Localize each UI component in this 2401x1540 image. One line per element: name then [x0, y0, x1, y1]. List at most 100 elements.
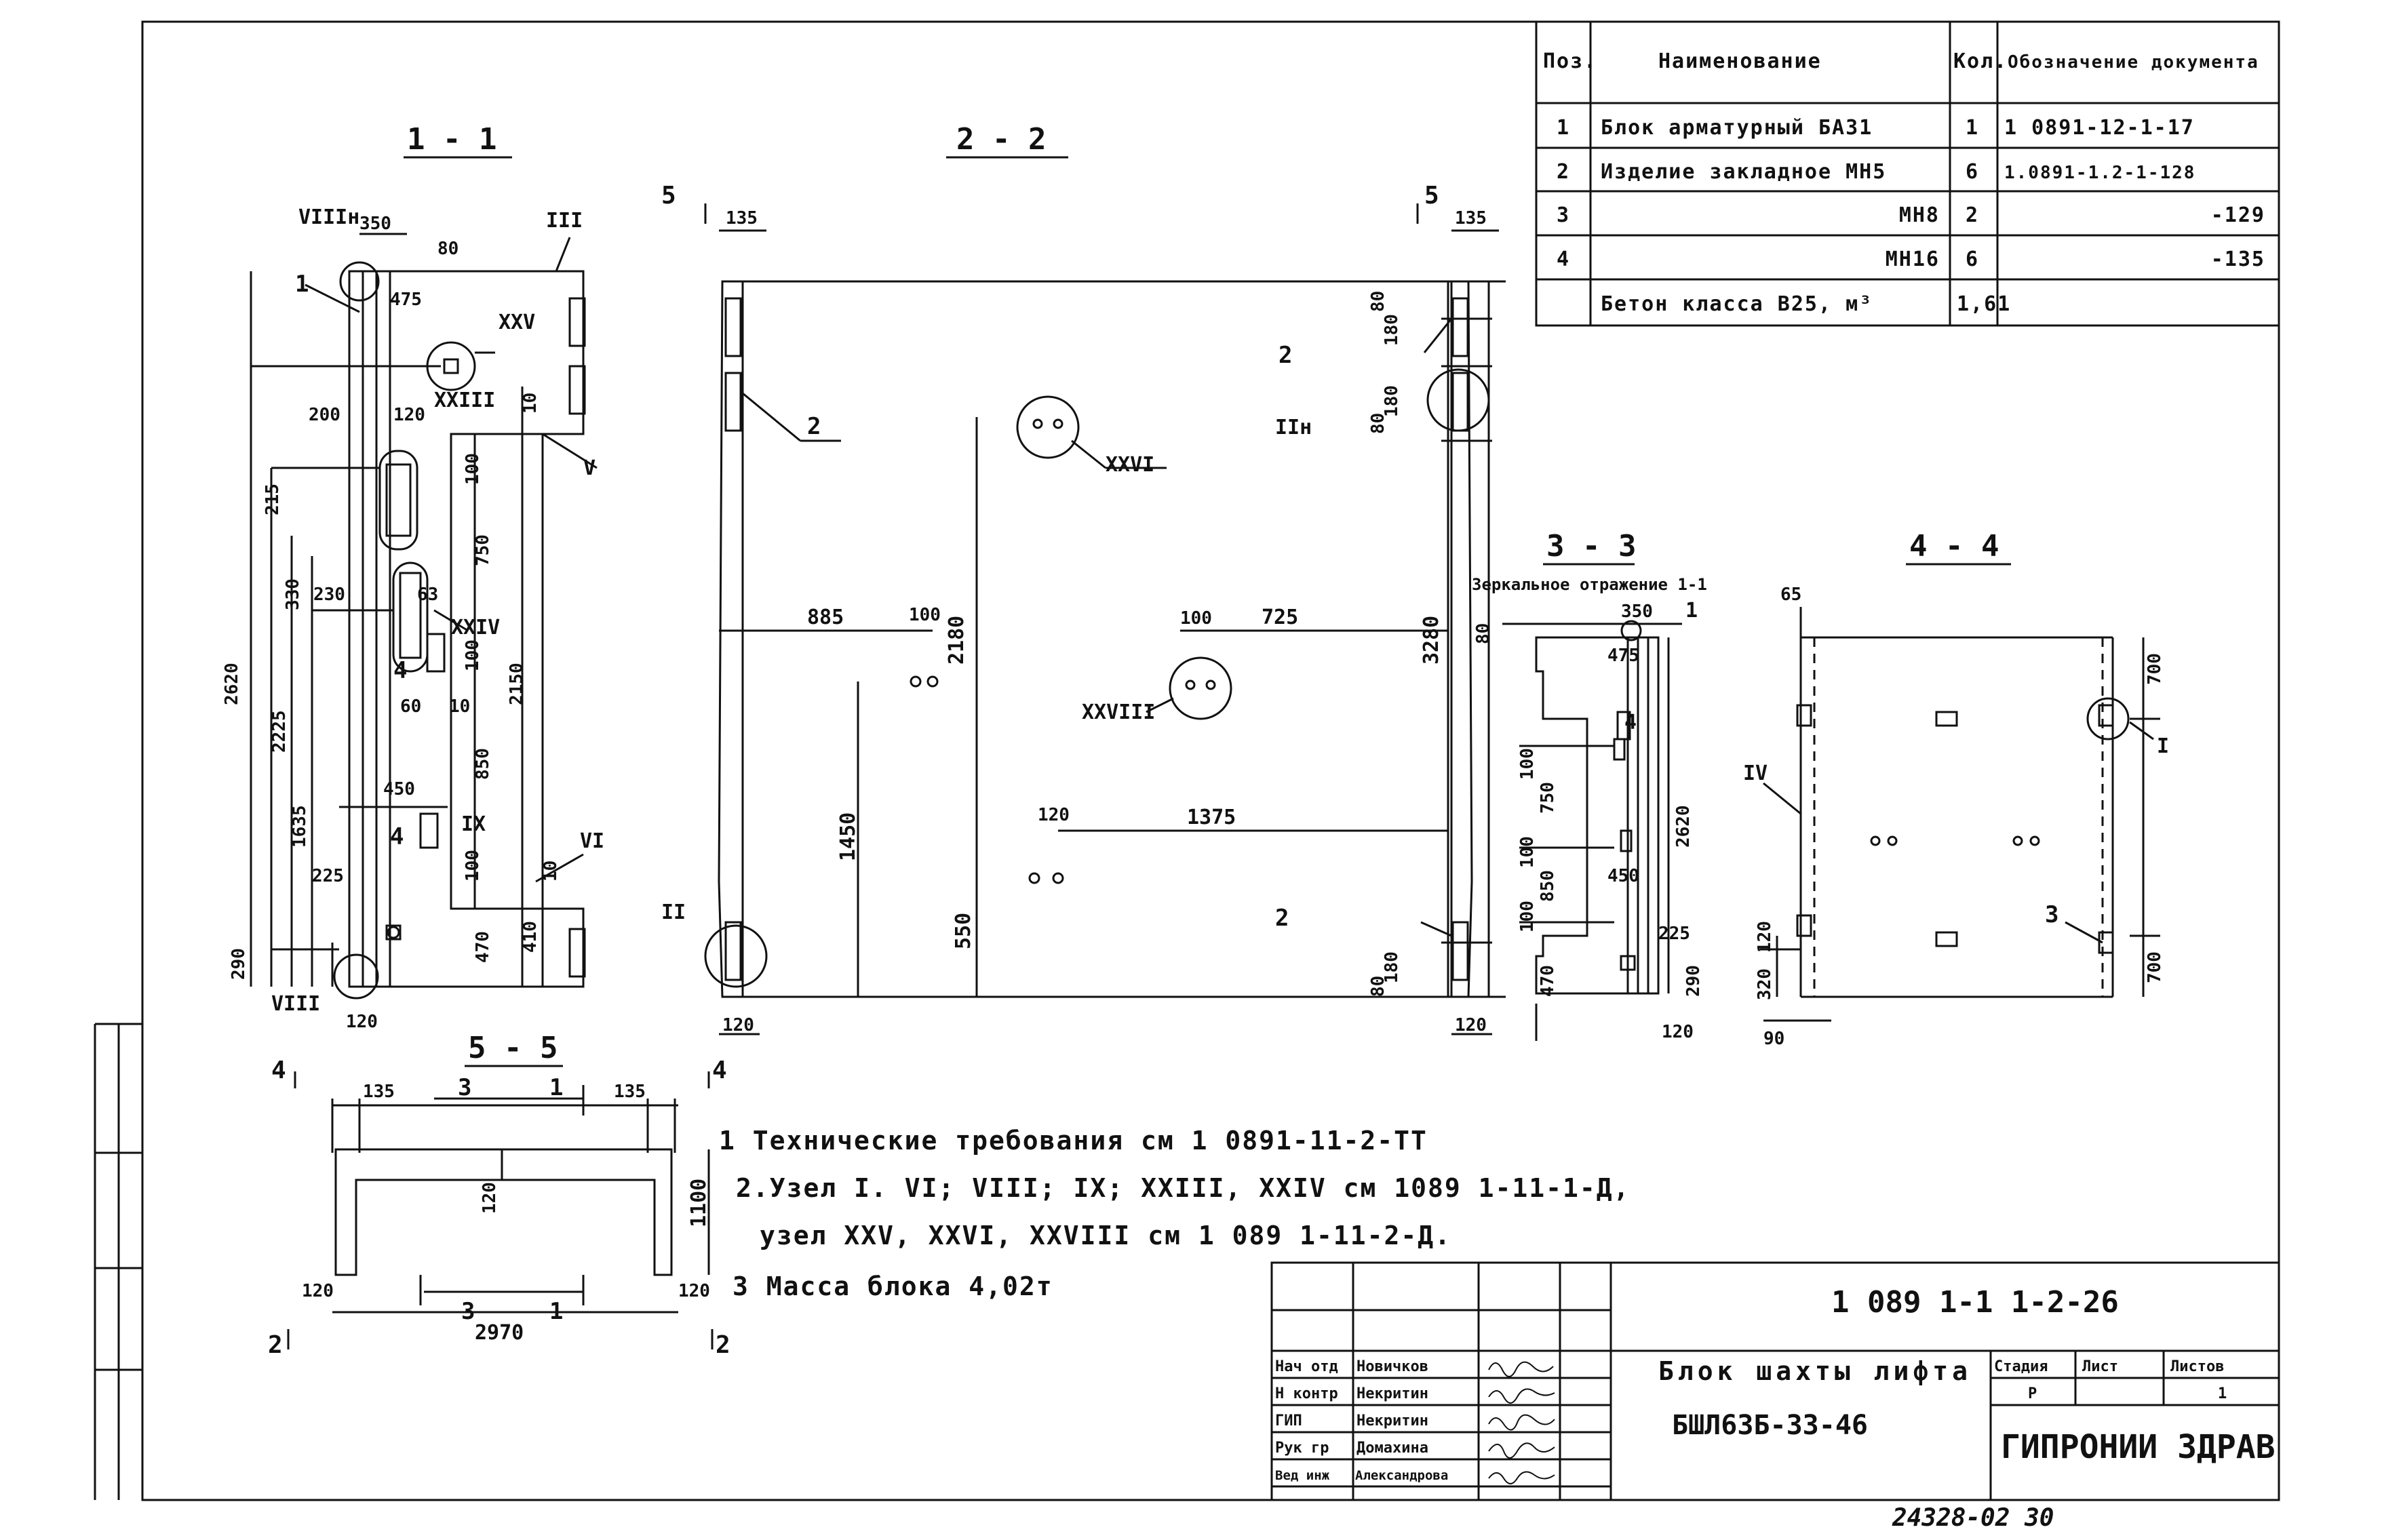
sig-role-2: Н контр: [1275, 1385, 1338, 1402]
dim-135-5b: 135: [614, 1082, 646, 1102]
dim-180-2a: 180: [1382, 314, 1402, 346]
dim-100-2b: 100: [1180, 608, 1212, 629]
row4-name: МН16: [1886, 248, 1940, 271]
section-2-2-title: 2 - 2: [956, 122, 1046, 157]
dim-450-1: 450: [383, 779, 415, 799]
stage-header: Стадия: [1994, 1358, 2048, 1375]
row2-pos: 2: [1557, 160, 1570, 184]
node-IV: IV: [1743, 762, 1768, 785]
row5-name: Бетон класса В25, м³: [1601, 292, 1873, 316]
node-I: I: [2157, 734, 2169, 758]
row2-name: Изделие закладное МН5: [1601, 160, 1886, 184]
dim-475-1: 475: [390, 290, 422, 310]
mark-2-s22a: 2: [807, 413, 821, 440]
dim-120-5b: 120: [678, 1281, 710, 1301]
dim-700-4b: 700: [2145, 951, 2165, 983]
dim-850-3: 850: [1538, 870, 1558, 902]
sheet-header: Лист: [2082, 1358, 2118, 1375]
dim-410-1: 410: [520, 921, 541, 953]
node-XXVIII: XXVIII: [1082, 700, 1155, 724]
sheets-value: 1: [2218, 1385, 2227, 1402]
sig-name-3: Некритин: [1356, 1413, 1428, 1429]
title-mark: БШЛ63Б-33-46: [1672, 1410, 1868, 1441]
cut-2-right: 2: [716, 1331, 730, 1359]
notes-block: 1 Технические требования см 1 0891-11-2-…: [719, 1126, 1631, 1301]
archive-number: 24328-02 30: [1892, 1504, 2054, 1532]
dim-215-1: 215: [262, 483, 283, 515]
cut-5-left: 5: [661, 182, 676, 210]
dim-1635-1: 1635: [290, 805, 310, 848]
node-VI: VI: [580, 829, 604, 853]
title-block: 1 089 1-1 1-2-26 Блок шахты лифта БШЛ63Б…: [1270, 1261, 2280, 1501]
dim-2620-1: 2620: [222, 663, 242, 705]
dim-550: 550: [952, 913, 975, 949]
dim-63-1: 63: [417, 585, 438, 605]
node-IX: IX: [461, 812, 486, 836]
dim-2180: 2180: [945, 616, 969, 665]
dim-2970: 2970: [475, 1321, 524, 1345]
cut-5-right: 5: [1424, 182, 1439, 210]
cut-2-left: 2: [268, 1331, 283, 1359]
dim-60-1: 60: [400, 696, 421, 717]
dim-120-4: 120: [1755, 921, 1775, 953]
node-XXVI: XXVI: [1106, 453, 1154, 477]
mark-3-s55b: 3: [461, 1298, 475, 1325]
dim-80-2b: 80: [1368, 413, 1388, 434]
dim-350-3: 350: [1621, 601, 1653, 622]
title-doc-code: 1 089 1-1 1-2-26: [1831, 1285, 2119, 1320]
mirror-note: Зеркальное отражение 1-1: [1472, 575, 1707, 594]
row1-qty: 1: [1966, 116, 1979, 140]
dim-320-4: 320: [1755, 968, 1775, 1000]
mark-2-s22b: 2: [1278, 342, 1292, 369]
section-5-5: 5 - 5 135 135 3 1 120 1100 120: [268, 1031, 730, 1359]
col-qty-header: Кол.: [1953, 50, 2008, 73]
title-name: Блок шахты лифта: [1658, 1356, 1972, 1386]
dim-225-1: 225: [312, 866, 344, 886]
dim-100-3: 100: [463, 850, 483, 882]
row2-qty: 6: [1966, 160, 1979, 184]
row5-qty: 1,61: [1957, 292, 2011, 316]
dim-135-2a: 135: [726, 208, 758, 229]
dim-80-3: 80: [1473, 623, 1494, 644]
mark-1-s11: 1: [295, 271, 309, 298]
dim-225-3: 225: [1658, 924, 1690, 944]
dim-3280: 3280: [1420, 616, 1443, 665]
section-2-2: 2 - 2: [661, 122, 1506, 1035]
dim-120-2: 120: [346, 1012, 378, 1032]
cut-4-right: 4: [712, 1057, 727, 1084]
row3-doc: -129: [2211, 203, 2265, 227]
dim-885: 885: [807, 606, 844, 629]
mark-1-s55b: 1: [549, 1298, 563, 1325]
dim-65-4: 65: [1780, 585, 1801, 605]
row3-pos: 3: [1557, 203, 1570, 227]
dim-120-5a: 120: [302, 1281, 334, 1301]
note-1: 1 Технические требования см 1 0891-11-2-…: [719, 1126, 1428, 1156]
dim-725: 725: [1262, 606, 1298, 629]
section-5-5-title: 5 - 5: [468, 1031, 558, 1065]
section-3-3-title: 3 - 3: [1546, 529, 1636, 564]
sig-name-2: Некритин: [1356, 1385, 1428, 1402]
dim-135-2b: 135: [1455, 208, 1487, 229]
col-pos-header: Поз.: [1543, 50, 1597, 73]
dim-100-2a: 100: [909, 605, 941, 625]
dim-120-3: 120: [1662, 1022, 1694, 1042]
mark-4-s33: 4: [1624, 711, 1637, 734]
row4-doc: -135: [2211, 248, 2265, 271]
mark-4-s11b: 4: [390, 823, 404, 850]
note-2b: узел XXV, XXVI, XXVIII см 1 089 1-11-2-Д…: [760, 1221, 1451, 1250]
node-XXV: XXV: [499, 311, 535, 334]
note-2: 2.Узел I. VI; VIII; IX; XXIII, XXIV см 1…: [736, 1173, 1631, 1203]
row4-qty: 6: [1966, 248, 1979, 271]
section-1-1-title: 1 - 1: [407, 122, 496, 157]
row2-doc: 1.0891-1.2-1-128: [2004, 163, 2195, 183]
dim-850-1: 850: [473, 748, 493, 780]
mark-4-s11a: 4: [393, 657, 407, 684]
dim-100-3c: 100: [1517, 901, 1538, 932]
dim-2225-1: 2225: [269, 710, 290, 753]
sig-role-3: ГИП: [1275, 1413, 1302, 1429]
note-3: 3 Масса блока 4,02т: [733, 1271, 1053, 1301]
dim-80-2a: 80: [1368, 291, 1388, 312]
mark-1-s55a: 1: [549, 1074, 563, 1101]
